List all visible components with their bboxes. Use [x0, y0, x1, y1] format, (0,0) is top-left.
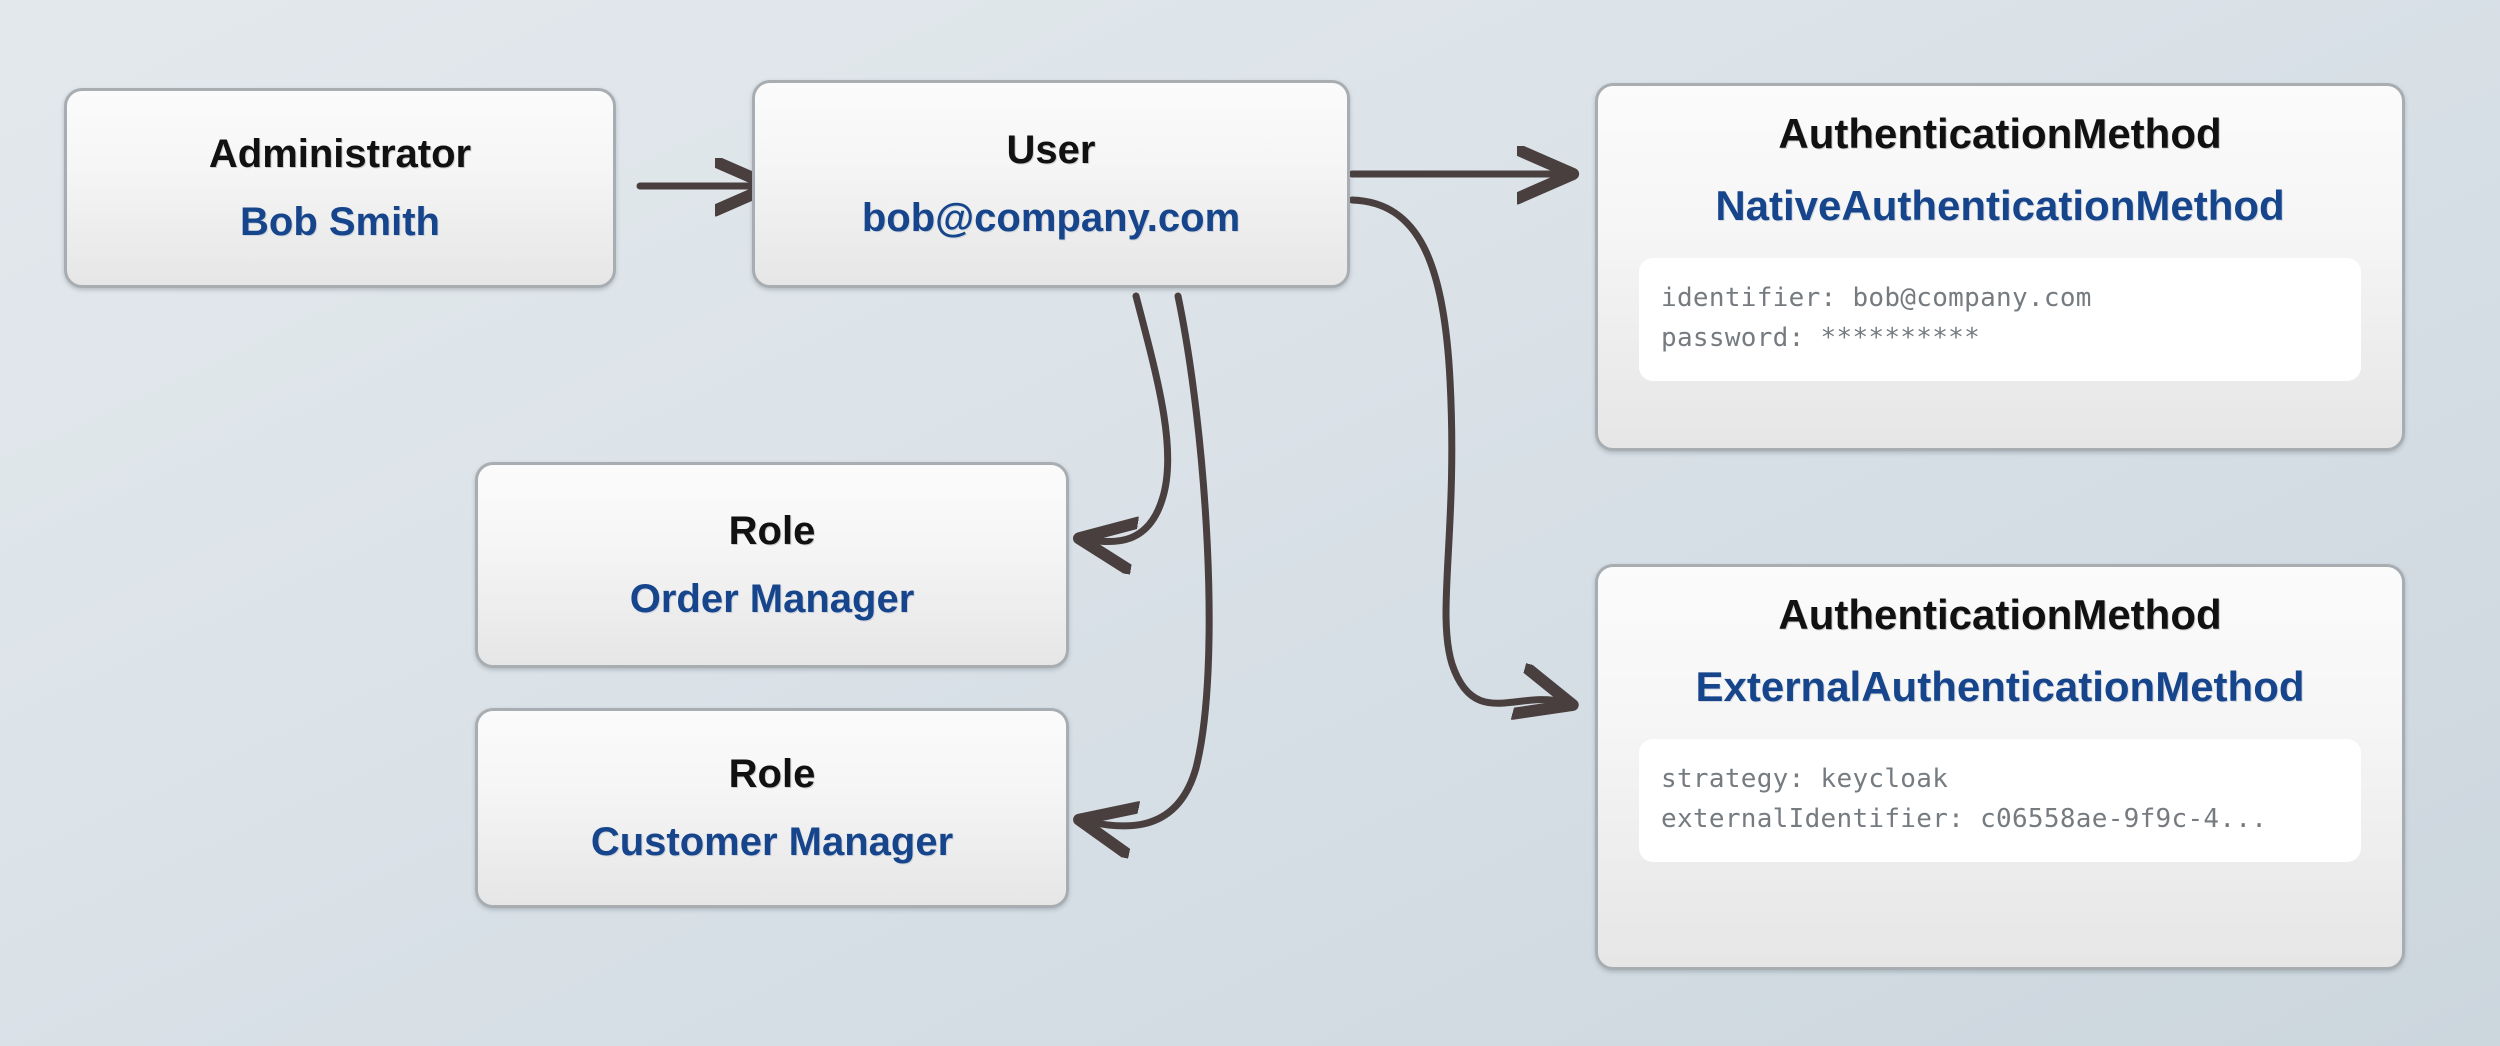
node-user[interactable]: User bob@company.com	[752, 80, 1350, 288]
node-native-authentication-method-type: AuthenticationMethod	[1778, 110, 2222, 157]
node-user-value: bob@company.com	[861, 196, 1241, 240]
native-authentication-detail-box: identifier: bob@company.com password: **…	[1639, 258, 2361, 381]
edge-user-to-auth-external	[1348, 196, 1562, 703]
node-role-customer-manager-value: Customer Manager	[590, 820, 954, 864]
node-administrator-value: Bob Smith	[240, 200, 440, 244]
node-native-authentication-method[interactable]: AuthenticationMethod NativeAuthenticatio…	[1595, 83, 2405, 451]
edge-user-to-role-order	[1090, 292, 1172, 542]
node-role-order-manager-type: Role	[728, 509, 816, 553]
node-administrator[interactable]: Administrator Bob Smith	[64, 88, 616, 288]
native-detail-password: password: **********	[1661, 323, 1981, 354]
node-administrator-type: Administrator	[208, 132, 472, 176]
node-role-customer-manager-type: Role	[728, 752, 816, 796]
external-detail-external-identifier: externalIdentifier: c06558ae-9f9c-4...	[1661, 804, 2268, 835]
node-user-type: User	[1006, 128, 1096, 172]
external-detail-strategy: strategy: keycloak	[1661, 764, 1949, 795]
native-detail-identifier: identifier: bob@company.com	[1661, 283, 2092, 314]
node-role-order-manager[interactable]: Role Order Manager	[475, 462, 1069, 668]
edge-user-to-role-customer	[1090, 292, 1213, 826]
node-role-customer-manager[interactable]: Role Customer Manager	[475, 708, 1069, 908]
node-native-authentication-method-value: NativeAuthenticationMethod	[1715, 182, 2285, 230]
external-authentication-detail-box: strategy: keycloak externalIdentifier: c…	[1639, 739, 2361, 862]
node-external-authentication-method-value: ExternalAuthenticationMethod	[1695, 663, 2305, 711]
node-external-authentication-method-type: AuthenticationMethod	[1778, 591, 2222, 638]
node-role-order-manager-value: Order Manager	[629, 577, 915, 621]
node-external-authentication-method[interactable]: AuthenticationMethod ExternalAuthenticat…	[1595, 564, 2405, 970]
